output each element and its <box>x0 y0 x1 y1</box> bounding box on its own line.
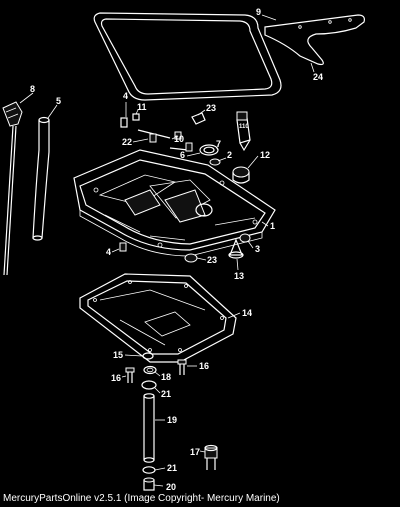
callout-22: 22 <box>122 137 132 147</box>
part-20-fitting[interactable] <box>143 477 155 491</box>
part-12-filler-cap[interactable] <box>232 166 250 184</box>
part-18-o-ring[interactable] <box>143 365 157 375</box>
callout-14: 14 <box>242 308 252 318</box>
part-1-adapter-plate[interactable] <box>73 149 276 257</box>
part-14-baffle-plate[interactable] <box>79 273 237 363</box>
callout-9: 9 <box>256 7 261 17</box>
part-16-screw-right[interactable] <box>177 359 187 375</box>
part-23-nut-lower[interactable] <box>184 253 198 263</box>
callout-3: 3 <box>255 244 260 254</box>
callout-4: 4 <box>123 91 128 101</box>
part-8-dipstick[interactable] <box>2 101 23 276</box>
part-15-seal[interactable] <box>142 352 154 360</box>
callout-19: 19 <box>167 415 177 425</box>
part-17-fitting[interactable] <box>204 444 218 471</box>
callout-6: 6 <box>180 150 185 160</box>
part-3-nut[interactable] <box>239 233 251 243</box>
callout-23: 23 <box>206 103 216 113</box>
callout-11: 11 <box>137 102 147 112</box>
callout-2: 2 <box>227 150 232 160</box>
callout-7: 7 <box>216 139 221 149</box>
part-4-dowel-lower[interactable] <box>119 242 127 252</box>
part-24-gasket-strip[interactable] <box>264 14 365 66</box>
callout-21-upper: 21 <box>161 389 171 399</box>
copyright-footer: MercuryPartsOnline v2.5.1 (Image Copyrig… <box>3 493 280 504</box>
callout-16-right: 16 <box>199 361 209 371</box>
callout-8: 8 <box>30 84 35 94</box>
leader-lines <box>19 14 315 487</box>
part-2-grommet[interactable] <box>209 158 221 166</box>
part-5-dipstick-tube[interactable] <box>32 116 50 241</box>
part-9-seal-ring[interactable] <box>93 12 282 101</box>
callout-5: 5 <box>56 96 61 106</box>
callout-1: 1 <box>270 221 275 231</box>
callout-4-lower: 4 <box>106 247 111 257</box>
callout-24: 24 <box>313 72 323 82</box>
part-16-screw-left[interactable] <box>125 367 135 383</box>
callout-13: 13 <box>234 271 244 281</box>
callout-20: 20 <box>166 482 176 492</box>
callout-17: 17 <box>190 447 200 457</box>
part-19-tube[interactable] <box>143 393 155 463</box>
callout-110: 110 <box>239 124 249 130</box>
callout-18: 18 <box>161 372 171 382</box>
part-13-plug[interactable] <box>228 238 244 259</box>
callout-23-lower: 23 <box>207 255 217 265</box>
part-21-o-ring-lower[interactable] <box>142 466 156 474</box>
callout-15: 15 <box>113 350 123 360</box>
callout-10: 10 <box>174 134 184 144</box>
callout-12: 12 <box>260 150 270 160</box>
part-21-o-ring-upper[interactable] <box>141 380 157 390</box>
callout-labels: 9 24 8 5 4 11 23 22 10 7 110 6 2 12 1 3 … <box>30 7 323 492</box>
callout-16-left: 16 <box>111 373 121 383</box>
fasteners-top-center[interactable] <box>120 112 206 152</box>
part-7-sealant-tube[interactable] <box>236 111 251 152</box>
callout-21-lower: 21 <box>167 463 177 473</box>
